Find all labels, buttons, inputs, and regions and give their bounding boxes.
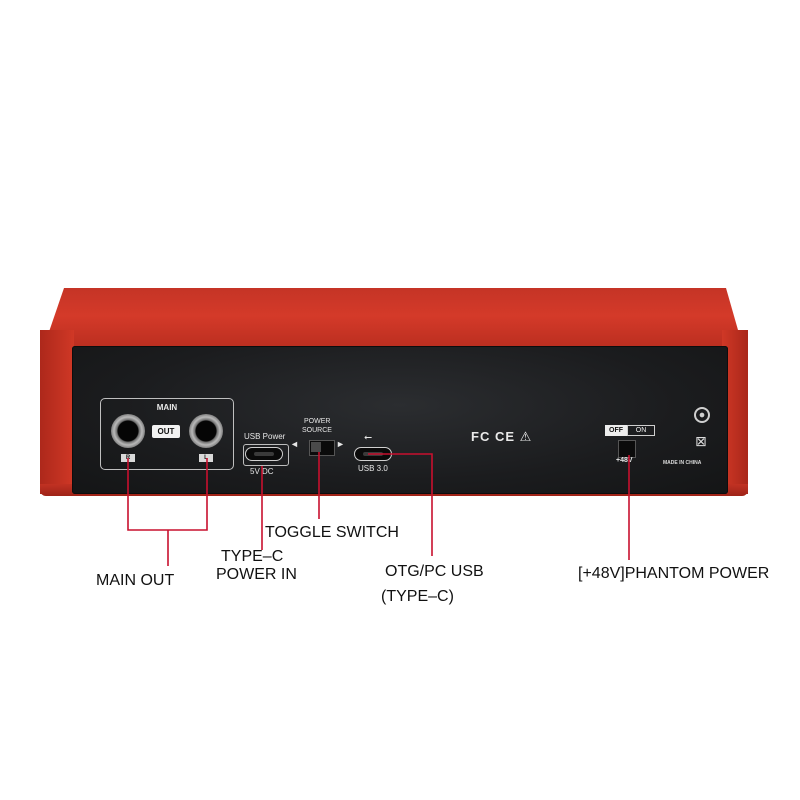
device-shell-left	[40, 330, 74, 494]
power-source-label-2: SOURCE	[302, 427, 332, 434]
usb-c-power-port	[245, 447, 283, 461]
left-arrow-icon: ◄	[290, 439, 299, 449]
toggle-knob	[311, 442, 321, 452]
typec-power-callout-1: TYPE–C	[221, 548, 284, 565]
main-out-left-jack	[189, 414, 223, 448]
main-out-right-jack	[111, 414, 145, 448]
usb-power-label: USB Power	[244, 432, 286, 441]
main-out-frame	[100, 398, 234, 470]
otg-usb-callout-1: OTG/PC USB	[385, 563, 484, 580]
phantom-on-label: ON	[627, 425, 655, 436]
toggle-switch-callout: TOGGLE SWITCH	[265, 524, 399, 541]
usb-power-frame	[243, 444, 289, 466]
certification-marks: FC CE ⚠	[471, 429, 533, 444]
left-channel-tag: L	[199, 454, 213, 462]
otg-usb-callout-2: (TYPE–C)	[381, 588, 454, 605]
main-label: MAIN	[156, 403, 178, 412]
power-source-label-1: POWER	[304, 418, 331, 425]
ground-screw-icon	[694, 407, 710, 423]
phantom-off-label: OFF	[605, 425, 627, 436]
usb-icon: ⭠	[364, 432, 372, 443]
otg-usb-leader	[368, 453, 433, 556]
phantom-power-switch	[618, 440, 636, 458]
main-out-leader	[127, 458, 208, 531]
right-arrow-icon: ►	[336, 439, 345, 449]
weee-bin-icon: ⊠	[695, 433, 707, 449]
made-in-label: MADE IN CHINA	[663, 460, 702, 466]
typec-power-callout-2: POWER IN	[216, 566, 297, 583]
main-out-callout: MAIN OUT	[96, 572, 175, 589]
phantom-voltage-label: +48V	[616, 457, 633, 464]
usb-version-label: USB 3.0	[358, 464, 388, 473]
phantom-power-callout: [+48V]PHANTOM POWER	[578, 565, 770, 582]
out-badge: OUT	[152, 425, 180, 438]
